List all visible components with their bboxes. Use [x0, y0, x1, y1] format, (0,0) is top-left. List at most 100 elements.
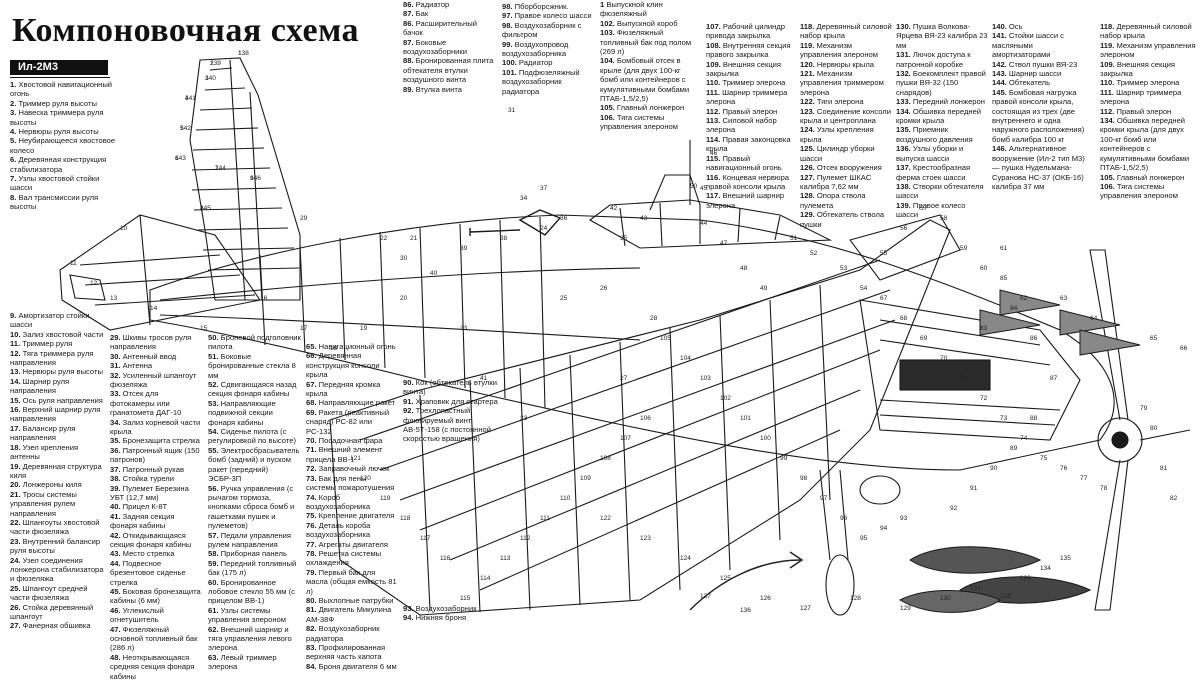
legend-item: 94. Нижняя броня [403, 613, 503, 622]
legend-item-number: 17. [10, 423, 21, 433]
legend-item: 145. Бомбовая нагрузка правой консоли кр… [992, 88, 1092, 144]
legend-item: 75. Крепление двигателя [306, 511, 398, 520]
legend-item: 62. Внешний шарнир и тяга управления лев… [208, 625, 302, 653]
legend-item-text: Прицел К-8Т [120, 502, 168, 512]
legend-item-number: 29. [110, 333, 121, 342]
legend-item: 128. Опора ствола пулемета [800, 191, 892, 210]
legend-item: 56. Ручка управления (с рычагом тормоза,… [208, 484, 302, 531]
legend-item-number: 105. [600, 103, 615, 113]
legend-item-number: 52. [208, 380, 219, 390]
callout-number: 107 [620, 435, 631, 442]
legend-item-number: 84. [306, 661, 317, 671]
legend-item: 73. Бак для пены системы пожаротушения [306, 474, 398, 493]
legend-item-text: Деревянная структура киля [10, 461, 102, 480]
legend-item: 57. Педали управления рулем направления [208, 531, 302, 550]
legend-item: 137. Крестообразная ферма стоек шасси [896, 163, 988, 182]
legend-item-number: 67. [306, 379, 317, 389]
legend-item-text: Узлы уборки и выпуска шасси [896, 144, 964, 163]
legend-item: 91. Храповик для стартера [403, 397, 503, 406]
legend-item: 59. Передний топливный бак (175 л) [208, 559, 302, 578]
callout-number: 60 [980, 265, 988, 272]
legend-item-text: Воздухозаборник с фильтром [502, 20, 582, 40]
legend-item-number: 42. [110, 530, 121, 540]
legend-item-text: Углекислый огнетушитель [110, 605, 164, 625]
callout-number: 3 [205, 75, 209, 82]
legend-item-number: 54. [208, 427, 219, 437]
legend-item: 46. Углекислый огнетушитель [110, 606, 202, 625]
callout-number: 82 [1170, 495, 1178, 502]
legend-item-text: Зализ корневой части крыла [110, 417, 201, 437]
callout-number: 23 [520, 415, 528, 422]
callout-number: 11 [70, 260, 77, 267]
page-title: Компоновочная схема [12, 12, 360, 49]
legend-item-number: 91. [403, 396, 414, 406]
callout-number: 57 [920, 205, 928, 212]
legend-item-text: Нижняя броня [413, 613, 467, 623]
callout-number: 13 [110, 295, 118, 302]
callout-number: 26 [600, 285, 608, 292]
callout-number: 136 [740, 607, 751, 614]
legend-item: 146. Альтернативное вооружение (Ил-2 тип… [992, 144, 1092, 191]
legend-item: 20. Лонжероны киля [10, 480, 105, 489]
legend-item-text: Соединение консоли крыла и центроплана [800, 106, 891, 126]
legend-item-number: 66. [306, 351, 317, 361]
callout-number: 115 [460, 595, 471, 602]
legend-item-number: 37. [110, 464, 121, 474]
callout-number: 59 [960, 245, 968, 252]
legend-item-number: 35. [110, 436, 121, 446]
callout-number: 93 [900, 515, 908, 522]
legend-item-number: 57. [208, 530, 219, 540]
legend-item-text: Пулемет Березина УБТ (12,7 мм) [110, 483, 189, 502]
legend-item-text: Внутренний балансир руля высоты [10, 536, 101, 556]
legend-item-text: Обшивка передней кромки крыла [896, 106, 982, 126]
legend-item-text: Выпускной короб [614, 18, 678, 28]
callout-number: 63 [1060, 295, 1068, 302]
legend-item: 80. Выхлопные патрубки [306, 596, 398, 605]
legend-item: 61. Узлы системы управления элероном [208, 606, 302, 625]
legend-item: 17. Балансир руля направления [10, 424, 105, 443]
legend-item-number: 108. [706, 40, 721, 50]
legend-item-text: Воздухозаборник [413, 604, 477, 613]
legend-item-text: Приемник воздушного давления [896, 125, 973, 144]
legend-item-text: Расширительный бачок [403, 18, 477, 38]
legend-item-number: 24. [10, 555, 21, 565]
legend-top2: 98. Пборборсжник.97. Правое колесо шасси… [502, 2, 597, 96]
legend-item-text: Рабочий цилиндр привода закрылка [706, 22, 785, 41]
legend-item-number: 45. [110, 586, 121, 596]
callout-number: 70 [940, 355, 948, 362]
legend-item-number: 34. [110, 417, 121, 427]
callout-number: 17 [300, 325, 308, 332]
callout-number: 28 [650, 315, 658, 322]
legend-item-text: Посадочная фара [316, 436, 383, 446]
legend-item-text: Механизм управления элероном [800, 40, 878, 60]
legend-item: 105. Главный лонжерон [1100, 173, 1196, 182]
legend-item: 26. Стойка деревянный шпангоут [10, 603, 105, 622]
callout-number: 41 [480, 375, 488, 382]
legend-item-number: 32. [110, 370, 121, 380]
legend-item-text: Правый элерон [720, 106, 778, 116]
legend-item-number: 6. [10, 155, 17, 165]
legend-item-text: Ось [1006, 22, 1023, 31]
legend-item-text: Шарнир триммера элерона [1100, 87, 1182, 107]
legend-item-number: 1 [600, 0, 605, 9]
legend-item-text: Боковая бронезащита кабины (6 мм) [110, 586, 201, 606]
legend-item-number: 103. [600, 28, 615, 38]
legend-item-number: 97. [502, 11, 513, 21]
legend-item: 84. Броня двигателя 6 мм [306, 662, 398, 671]
legend-item-text: Боковые воздухозаборники [403, 37, 467, 57]
legend-item-text: Тяга системы управления элероном [1100, 181, 1178, 201]
callout-number: 33 [460, 325, 468, 332]
callout-number: 52 [810, 250, 818, 257]
legend-item-text: Патронный рукав [120, 464, 184, 474]
legend-item: 108. Внутренняя секция правого закрылка [706, 41, 796, 60]
legend-item-text: Внешняя секция закрылка [1100, 59, 1176, 79]
callout-number: 103 [700, 375, 711, 382]
legend-item-number: 68. [306, 398, 317, 408]
legend-item-text: Отсек вооружения [814, 163, 882, 173]
legend-item-number: 112. [1100, 106, 1115, 116]
legend-item: 72. Заправочный лючок [306, 464, 398, 473]
divider [10, 77, 110, 78]
legend-item-number: 30. [110, 351, 121, 361]
legend-item: 74. Короб воздухозаборника [306, 493, 398, 512]
legend-item: 48. Неоткрывающаяся средняя секция фонар… [110, 653, 202, 681]
